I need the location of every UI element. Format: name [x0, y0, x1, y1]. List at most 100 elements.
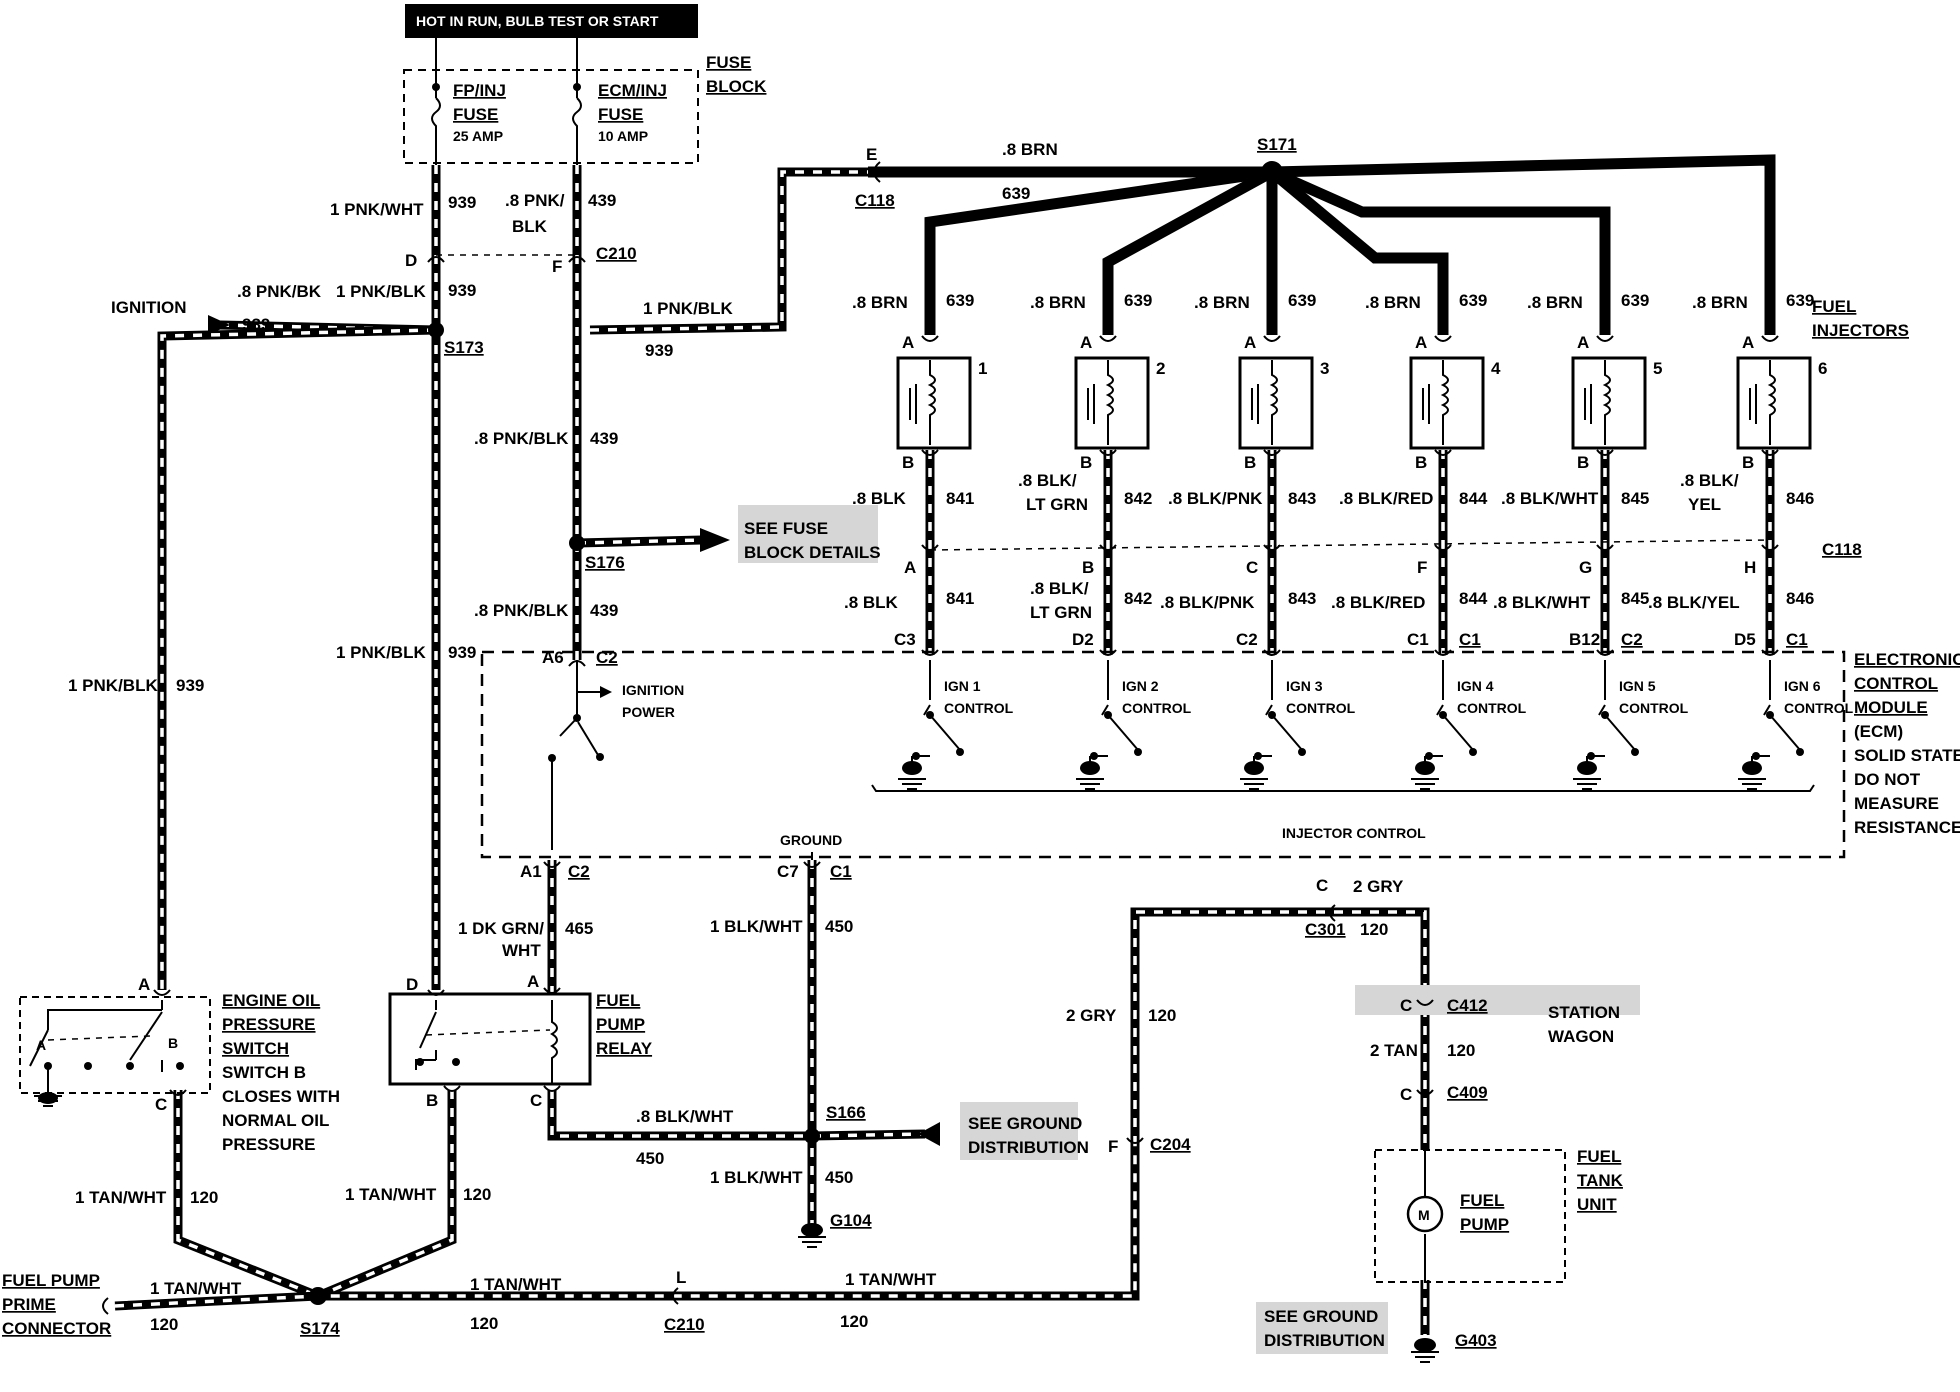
oil-switch-note-1: SWITCH B — [222, 1063, 306, 1082]
oil-switch-note-4: PRESSURE — [222, 1135, 316, 1154]
wire-label-1-pnk-wht: 1 PNK/WHT — [330, 200, 424, 219]
ecm-title-1: ELECTRONIC — [1854, 650, 1960, 669]
connector-c210-bottom: C210 — [664, 1315, 705, 1334]
c118-pin: B — [1082, 558, 1094, 577]
wire-label-2-gry-left: 2 GRY — [1066, 1006, 1117, 1025]
wire-120-prime — [114, 1145, 1140, 1311]
connector-c301: C301 — [1305, 920, 1346, 939]
connector-c210-top: C210 — [596, 244, 637, 263]
ecm-title-2: CONTROL — [1854, 674, 1938, 693]
relay-pin-a: A — [527, 972, 539, 991]
pin-c7: C7 — [777, 862, 799, 881]
injector-wire-color: .8 BLK/WHT — [1501, 489, 1599, 508]
injector-circuit: 841 — [946, 489, 974, 508]
wire-label-1-blk-wht-low: 1 BLK/WHT — [710, 1168, 803, 1187]
splice-s166-dot — [804, 1128, 820, 1144]
injector-brn-label: .8 BRN — [1692, 293, 1748, 312]
ign-control-label-1: IGN 4 — [1457, 678, 1494, 694]
ign-control-label-1: IGN 5 — [1619, 678, 1656, 694]
injector-circuit-lower: 845 — [1621, 589, 1649, 608]
see-ground-2-line-2: DISTRIBUTION — [1264, 1331, 1385, 1350]
injector-pin-a: A — [1742, 333, 1754, 352]
pin-a6: A6 — [542, 648, 564, 667]
injector-coil-icon — [1602, 360, 1611, 445]
circuit-939-ign2: 939 — [448, 281, 476, 300]
prime-connector-1: FUEL PUMP — [2, 1271, 100, 1290]
fuel-injectors-title-2: INJECTORS — [1812, 321, 1909, 340]
ground-g403-icon — [1411, 1338, 1439, 1363]
injector-pin-a: A — [1577, 333, 1589, 352]
ign-control-label-1: IGN 3 — [1286, 678, 1323, 694]
c210-connector-icon — [427, 256, 586, 263]
station-wagon-2: WAGON — [1548, 1027, 1614, 1046]
fp-fuse-label-1: FP/INJ — [453, 81, 506, 100]
oil-switch-label-b: B — [168, 1035, 178, 1051]
injector-pin-a: A — [1415, 333, 1427, 352]
pin-a1: A1 — [520, 862, 542, 881]
injector-circuit-639: 639 — [1288, 291, 1316, 310]
injector-wire-color: .8 BLK/RED — [1339, 489, 1433, 508]
ecm-note-1: SOLID STATE — [1854, 746, 1960, 765]
injector-circuit: 846 — [1786, 489, 1814, 508]
wire-120-gry — [1130, 907, 1430, 1145]
wire-label-blk: BLK — [512, 217, 548, 236]
injector-wire-color: .8 BLK/ — [1680, 471, 1739, 490]
c118-pin: H — [1744, 558, 1756, 577]
ign-control-label-2: CONTROL — [1619, 700, 1689, 716]
injector-circuit: 843 — [1288, 489, 1316, 508]
injector-wire-color: .8 BLK/PNK — [1168, 489, 1263, 508]
see-ground-1-line-2: DISTRIBUTION — [968, 1138, 1089, 1157]
injector-wire-color-lower: .8 BLK/PNK — [1160, 593, 1255, 612]
circuit-450-low: 450 — [825, 1168, 853, 1187]
injector-wire-color-lower-2: LT GRN — [1030, 603, 1092, 622]
ign-control-label-2: CONTROL — [1457, 700, 1527, 716]
connector-c2-a1: C2 — [568, 862, 590, 881]
injector-wire-color-lower: .8 BLK/WHT — [1493, 593, 1591, 612]
circuit-120-gry-left: 120 — [1148, 1006, 1176, 1025]
circuit-120-tan: 120 — [1447, 1041, 1475, 1060]
injector-wire-color-lower: .8 BLK/YEL — [1648, 593, 1740, 612]
fuel-tank-unit: M FUEL PUMP FUEL TANK UNIT — [1374, 1147, 1624, 1283]
prime-connector-2: PRIME — [2, 1295, 56, 1314]
injector-circuit-639: 639 — [1124, 291, 1152, 310]
injector-brn-label: .8 BRN — [852, 293, 908, 312]
c118-pin: F — [1417, 558, 1427, 577]
wire-label-dk-grn-2: WHT — [502, 941, 541, 960]
ign-control-label-2: CONTROL — [944, 700, 1014, 716]
ign-control-label-2: CONTROL — [1286, 700, 1356, 716]
fuse-block-title-2: BLOCK — [706, 77, 767, 96]
c118-connector-icon — [873, 161, 881, 183]
injector-pin-a: A — [1244, 333, 1256, 352]
ground-icon — [1577, 761, 1597, 775]
ground-g104-icon — [798, 1223, 826, 1248]
wire-label-2-tan: 2 TAN — [1370, 1041, 1418, 1060]
injector-circuit-lower: 842 — [1124, 589, 1152, 608]
ign-control-label-1: IGN 2 — [1122, 678, 1159, 694]
splice-s173-dot — [428, 322, 444, 338]
ecm-connector: C2 — [1621, 630, 1643, 649]
oil-switch-pin-c: C — [155, 1095, 167, 1114]
pin-c-c409: C — [1400, 1085, 1412, 1104]
injector-wire-color-lower: .8 BLK — [844, 593, 899, 612]
fuel-pump-relay: D A B C FUEL PUMP RELAY — [388, 972, 653, 1110]
wire-120-oil — [173, 1090, 320, 1301]
oil-switch-title-1: ENGINE OIL — [222, 991, 320, 1010]
ignition-power-label-2: POWER — [622, 704, 675, 720]
circuit-120-relay: 120 — [463, 1185, 491, 1204]
circuit-120-gry-top: 120 — [1360, 920, 1388, 939]
ground-g403: G403 — [1455, 1331, 1497, 1350]
injector-wire-color-2: LT GRN — [1026, 495, 1088, 514]
injector-number: 5 — [1653, 359, 1662, 378]
ecm-pin: C3 — [894, 630, 916, 649]
ecm-title-4: (ECM) — [1854, 722, 1903, 741]
see-ground-1-line-1: SEE GROUND — [968, 1114, 1082, 1133]
wire-label-2-gry-top: 2 GRY — [1353, 877, 1404, 896]
injector-circuit: 844 — [1459, 489, 1488, 508]
prime-connector-3: CONNECTOR — [2, 1319, 111, 1338]
injector-circuit-lower: 843 — [1288, 589, 1316, 608]
injector-wire-color-lower: .8 BLK/RED — [1331, 593, 1425, 612]
splice-s174: S174 — [300, 1319, 340, 1338]
